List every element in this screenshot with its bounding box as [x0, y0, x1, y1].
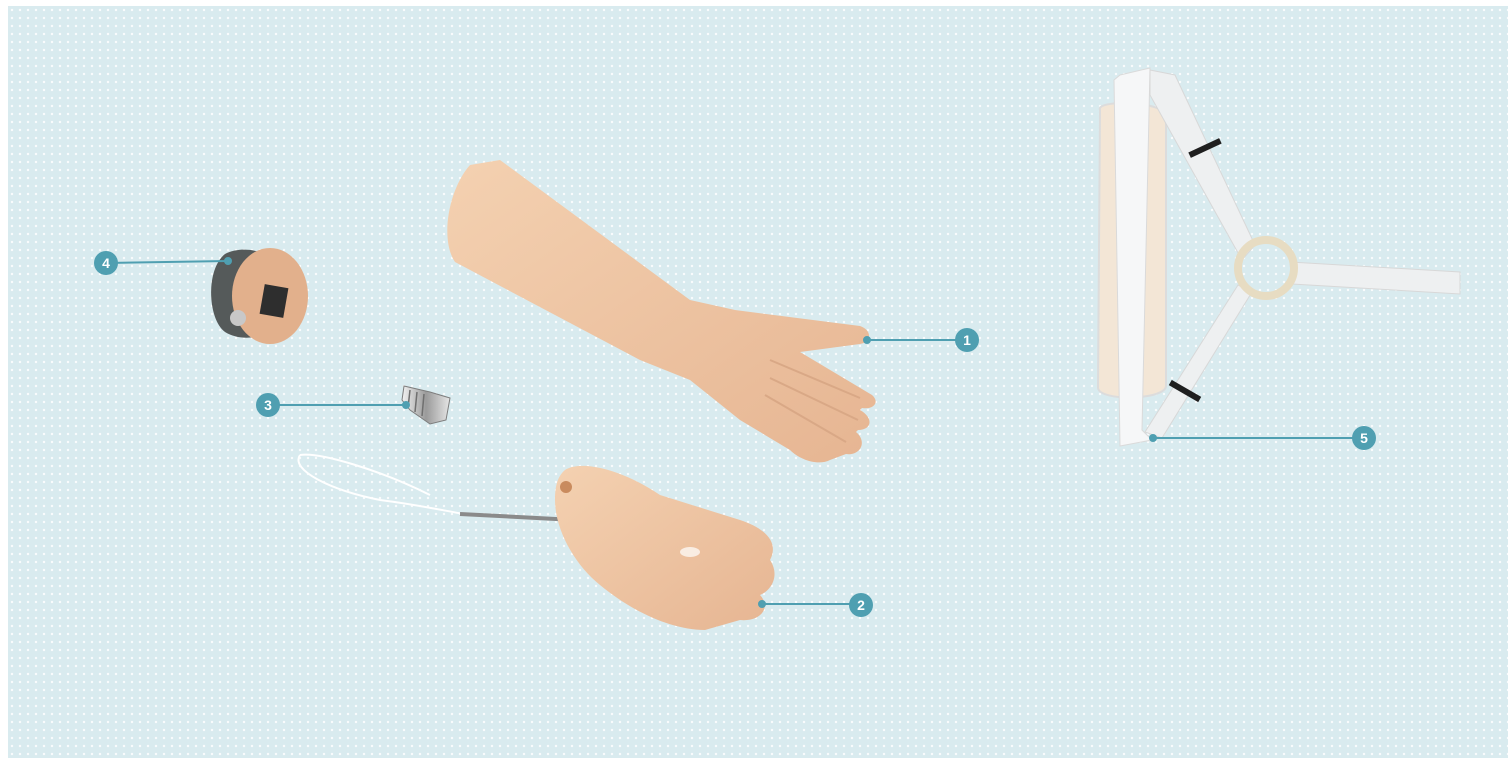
wrist-unit-part	[211, 248, 308, 344]
harness-side-strap	[1289, 261, 1461, 295]
screw-connector-part	[401, 385, 451, 425]
leader-dot-5	[1149, 434, 1157, 442]
wrist-unit-socket	[259, 284, 289, 318]
leader-line-4	[105, 260, 229, 264]
harness-ring	[1234, 236, 1298, 300]
callout-2: 2	[849, 593, 873, 617]
harness-buckle-lower	[1168, 379, 1202, 403]
callout-5: 5	[1352, 426, 1376, 450]
harness-buckle-upper	[1188, 138, 1222, 158]
screw-body	[401, 385, 451, 425]
cable-loop-return	[299, 453, 431, 496]
wrist-unit-button	[230, 310, 246, 326]
harness-part	[1096, 67, 1461, 447]
leader-lines	[105, 257, 1362, 608]
wrist-plug	[560, 481, 572, 493]
callout-4: 4	[94, 251, 118, 275]
hand-with-cable-part	[297, 453, 775, 630]
hand-shape	[555, 465, 775, 630]
forearm-shape	[447, 160, 876, 463]
forearm-hand-part	[447, 160, 876, 463]
leader-dot-3	[402, 401, 410, 409]
cable-loop	[297, 454, 471, 516]
finger-creases	[764, 359, 861, 443]
callout-1: 1	[955, 328, 979, 352]
leader-dot-4	[224, 257, 232, 265]
thumb-highlight	[680, 547, 700, 557]
cable-rod	[459, 512, 576, 522]
callout-3: 3	[256, 393, 280, 417]
leader-dot-2	[758, 600, 766, 608]
leader-dot-1	[863, 336, 871, 344]
harness-upper-strap	[1149, 69, 1256, 261]
